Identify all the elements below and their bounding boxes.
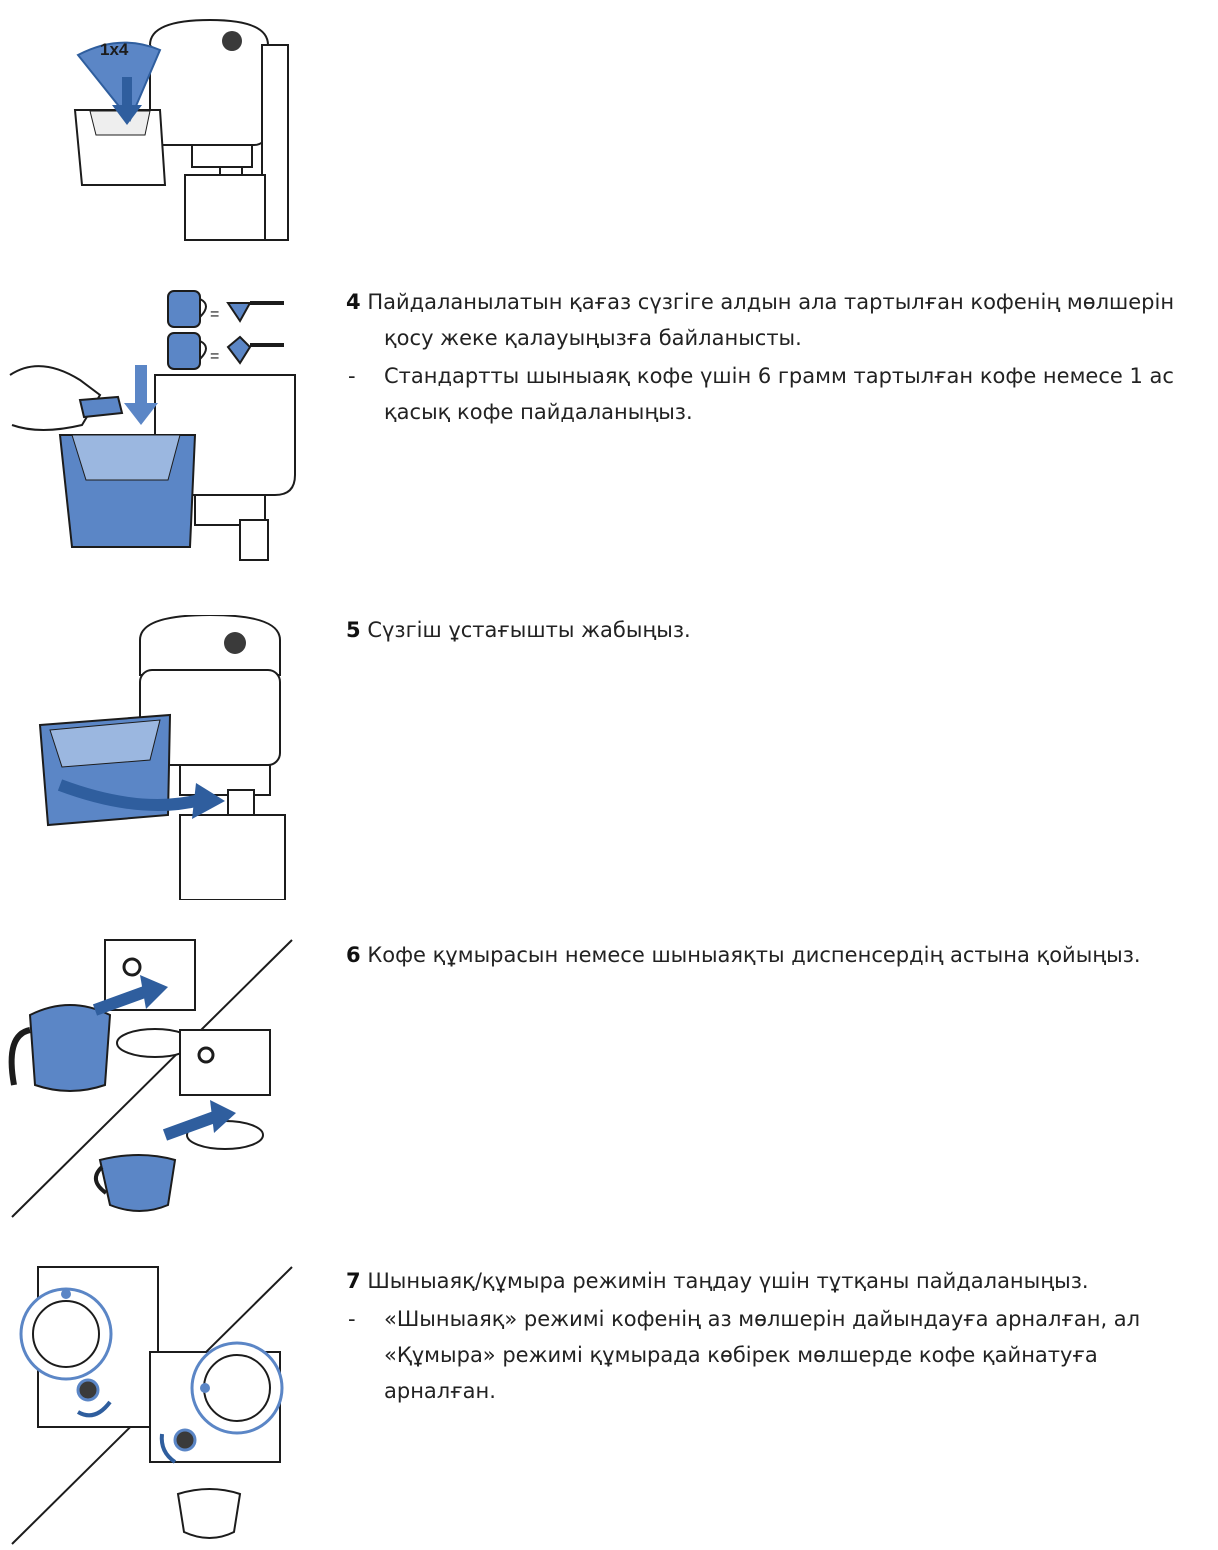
step-5-line-1: 5 Сүзгіш ұстағышты жабыңыз. [346,612,1218,648]
step-7-note: - «Шыныаяқ» режимі кофенің аз мөлшерін д… [346,1301,1218,1409]
bullet-dash: - [348,358,356,394]
step-5: 5 Сүзгіш ұстағышты жабыңыз. [346,612,1218,648]
svg-text:=: = [210,306,219,323]
illustration-filter-paper: 1x4 [0,15,300,245]
step-7-line-1: 7 Шыныаяқ/құмыра режимін таңдау үшін тұт… [346,1263,1218,1299]
step-7-note-line-1: «Шыныаяқ» режимі кофенің аз мөлшерін дай… [384,1301,1218,1337]
step-4: 4 Пайдаланылатын қағаз сүзгіге алдын ала… [346,284,1218,430]
step-4-line-2: қосу жеке қалауыңызға байланысты. [346,320,1218,356]
illustration-mode-knob [0,1262,300,1547]
step-6-number: 6 [346,943,361,967]
step-6-line-1: 6 Кофе құмырасын немесе шыныаяқты диспен… [346,937,1218,973]
step-4-line-1: 4 Пайдаланылатын қағаз сүзгіге алдын ала… [346,284,1218,320]
step-4-number: 4 [346,290,361,314]
step-7-note-line-3: арналған. [384,1373,1218,1409]
step-4-note-line-2: қасық кофе пайдаланыңыз. [384,394,1218,430]
step-4-note: - Стандартты шыныаяқ кофе үшін 6 грамм т… [346,358,1218,430]
svg-text:=: = [210,348,219,365]
illustration-carafe-cup [0,935,300,1220]
step-7: 7 Шыныаяқ/құмыра режимін таңдау үшін тұт… [346,1263,1218,1409]
step-7-number: 7 [346,1269,361,1293]
step-4-note-line-1: Стандартты шыныаяқ кофе үшін 6 грамм тар… [384,358,1218,394]
filter-paper-label: 1x4 [100,40,129,59]
step-7-note-line-2: «Құмыра» режимі құмырада көбірек мөлшерд… [384,1337,1218,1373]
bullet-dash: - [348,1301,356,1337]
illustration-add-coffee: = = [0,285,300,570]
illustration-close-holder [0,615,300,900]
step-5-number: 5 [346,618,361,642]
step-6: 6 Кофе құмырасын немесе шыныаяқты диспен… [346,937,1218,973]
